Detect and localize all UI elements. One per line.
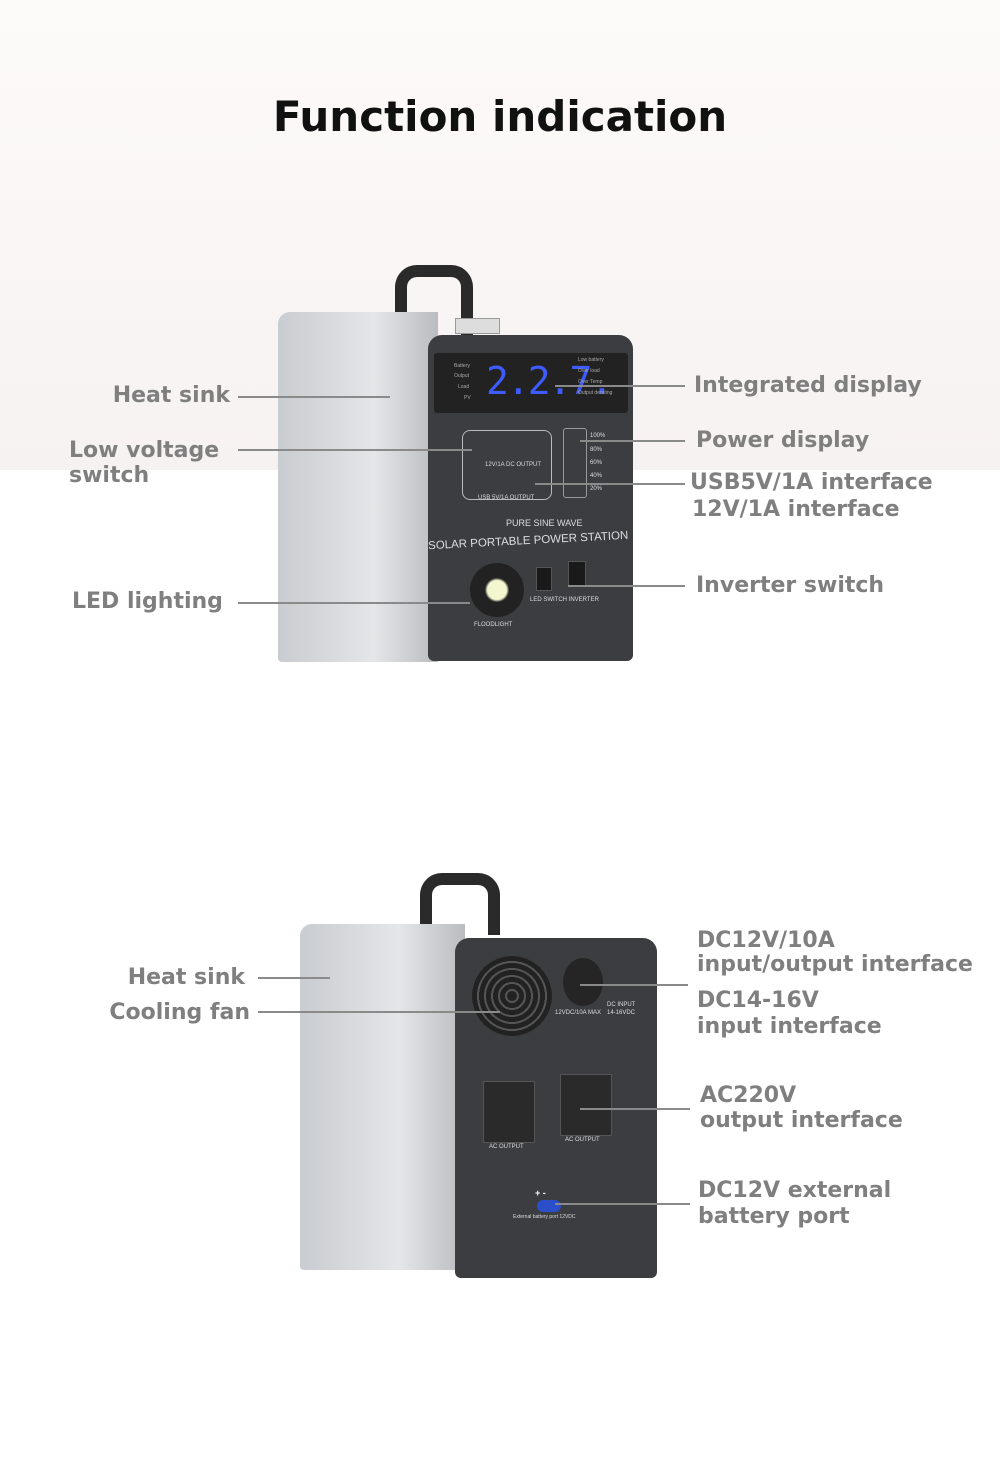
label-low-voltage-switch-1: Low voltage [69, 438, 220, 463]
ac-outlet [483, 1081, 535, 1143]
battery-level-80: 80% [590, 447, 603, 453]
heat-sink-side [278, 312, 438, 662]
dc-input-label-2: 14-16VDC [607, 1010, 636, 1016]
front-panel: Battery Output Load PV 2.2.7. Low batter… [428, 335, 633, 661]
leader-line [555, 385, 685, 387]
product-name: SOLAR PORTABLE POWER STATION [427, 529, 629, 553]
battery-level-20: 20% [590, 486, 603, 492]
external-battery-port [537, 1200, 561, 1212]
label-cooling-fan: Cooling fan [109, 1000, 250, 1025]
label-power-display: Power display [696, 428, 870, 453]
handle-mount [455, 318, 500, 334]
dc-input-label-1: DC INPUT [607, 1002, 636, 1008]
label-dc14-1: DC14-16V [697, 988, 819, 1013]
battery-level-40: 40% [590, 473, 603, 479]
indicator-over-temp: Over Temp [578, 379, 603, 385]
display-readout: 2.2.7. [486, 359, 613, 403]
label-inverter-switch: Inverter switch [696, 573, 885, 598]
label-ext-battery-2: battery port [698, 1204, 850, 1229]
indicator-output: Output [454, 373, 470, 379]
tagline: PURE SINE WAVE [506, 518, 583, 528]
label-ac220-2: output interface [700, 1108, 903, 1133]
indicator-pv: PV [464, 395, 471, 401]
indicator-over-load: Over load [578, 368, 600, 374]
label-dc12v-2: input/output interface [697, 952, 973, 977]
battery-level-100: 100% [590, 433, 606, 439]
ac-output-label: AC OUTPUT [489, 1144, 524, 1150]
inverter-switch[interactable] [568, 561, 586, 587]
label-heat-sink-back: Heat sink [127, 965, 245, 990]
leader-line [258, 977, 330, 979]
handle [395, 265, 473, 335]
label-usb-interface-2: 12V/1A interface [692, 497, 900, 522]
ac-output-label: AC OUTPUT [565, 1137, 600, 1143]
cig-label: 12VDC/10A MAX [555, 1010, 602, 1016]
leader-line [555, 1203, 690, 1205]
leader-line [580, 984, 688, 986]
display [434, 353, 628, 413]
label-dc12v-1: DC12V/10A [697, 928, 835, 953]
label-ext-battery-1: DC12V external [698, 1178, 892, 1203]
indicator-load: Load [458, 384, 470, 390]
label-integrated-display: Integrated display [694, 373, 922, 398]
ext-port-label: External battery port 12VDC [513, 1214, 576, 1220]
floodlight-label: FLOODLIGHT [474, 622, 513, 628]
leader-line [580, 1108, 690, 1110]
label-dc14-2: input interface [697, 1014, 882, 1039]
leader-line [238, 449, 472, 451]
indicator-output-derating: Output derating [578, 390, 613, 396]
label-usb-interface-1: USB5V/1A interface [690, 470, 933, 495]
floodlight-lamp [470, 563, 524, 617]
leader-line [568, 585, 685, 587]
leader-line [580, 440, 685, 442]
ac-outlet [560, 1074, 612, 1136]
heat-sink-side [300, 924, 465, 1270]
cigarette-socket [563, 958, 603, 1006]
battery-level-bar [563, 428, 587, 498]
page-title: Function indication [272, 92, 728, 141]
label-heat-sink: Heat sink [112, 383, 230, 408]
label-ac220-1: AC220V [700, 1083, 797, 1108]
led-switch[interactable] [536, 567, 552, 591]
handle [420, 873, 500, 935]
usb-top-label: 12V/1A DC OUTPUT [485, 462, 542, 468]
leader-line [238, 396, 390, 398]
label-low-voltage-switch-2: switch [69, 463, 150, 488]
battery-level-60: 60% [590, 460, 603, 466]
switch-labels: LED SWITCH INVERTER [530, 597, 599, 603]
indicator-battery: Battery [454, 363, 470, 369]
leader-line [258, 1011, 500, 1013]
indicator-low-battery: Low battery [578, 357, 604, 363]
usb-bottom-label: USB 5V/1A OUTPUT [478, 495, 535, 501]
label-led-lighting: LED lighting [72, 589, 223, 614]
leader-line [238, 602, 470, 604]
polarity-label: + - [535, 1188, 546, 1198]
cooling-fan [472, 956, 552, 1036]
usb-panel [462, 430, 552, 500]
leader-line [535, 483, 685, 485]
